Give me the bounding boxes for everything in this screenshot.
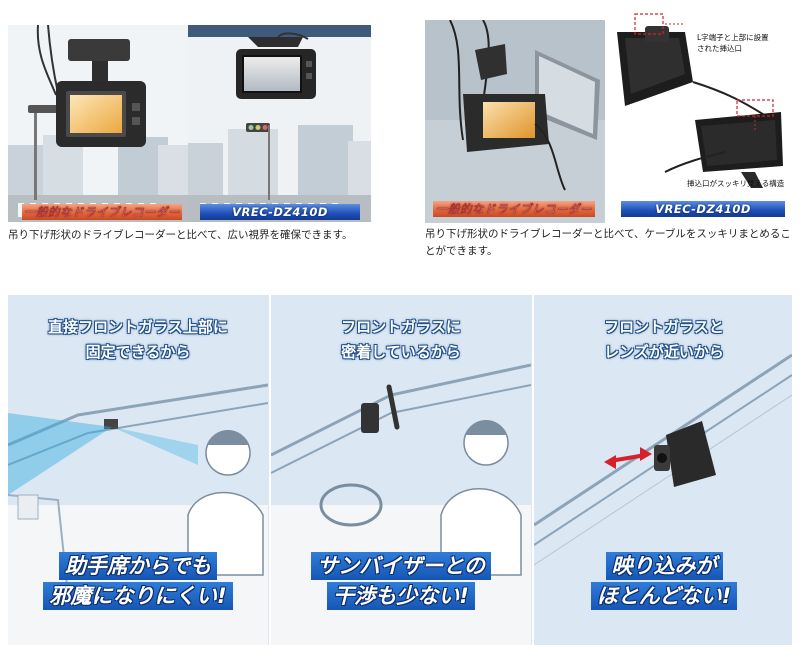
cable-caption: 吊り下げ形状のドライブレコーダーと比べて、ケーブルをスッキリまとめることができま… [425, 228, 791, 257]
product-model-label: VREC-DZ410D [200, 204, 360, 220]
product-connector-illustration [605, 12, 791, 223]
panel3-benefit: 映り込みが ほとんどない! [534, 551, 792, 611]
panel-divider-1 [269, 295, 271, 645]
general-recorder-label: 一般的なドライブレコーダー [22, 204, 182, 220]
product-model-label-2: VREC-DZ410D [621, 201, 785, 217]
panel3-heading: フロントガラスと レンズが近いから [604, 318, 724, 361]
comparison-visibility: 一般的なドライブレコーダー VREC-DZ410D [8, 25, 371, 222]
panel1-benefit: 助手席からでも 邪魔になりにくい! [8, 551, 268, 611]
general-recorder-label-2: 一般的なドライブレコーダー [433, 201, 595, 217]
feature-panels: 直接フロントガラス上部に 固定できるから 助手席からでも 邪魔になりにくい! フ… [8, 295, 792, 645]
panel2-benefit: サンバイザーとの 干渉も少ない! [271, 551, 531, 611]
slot-callout: 挿込口がスッキリ見える構造 [687, 179, 785, 188]
panel-divider-2 [532, 295, 534, 645]
product-recorder-illustration [188, 25, 371, 222]
panel2-heading: フロントガラスに 密着しているから [341, 318, 461, 361]
general-recorder-illustration [8, 25, 188, 222]
panel1-heading: 直接フロントガラス上部に 固定できるから [48, 318, 228, 361]
connector-callout: L字端子と上部に設置された挿込口 [697, 33, 769, 53]
general-recorder-mirror-illustration [425, 20, 605, 223]
comparison-cable: 一般的なドライブレコーダー L字端子と上部に設置された挿込口 挿込口がスッキリ見… [425, 12, 791, 223]
visibility-caption: 吊り下げ形状のドライブレコーダーと比べて、広い視界を確保できます。 [8, 229, 353, 241]
